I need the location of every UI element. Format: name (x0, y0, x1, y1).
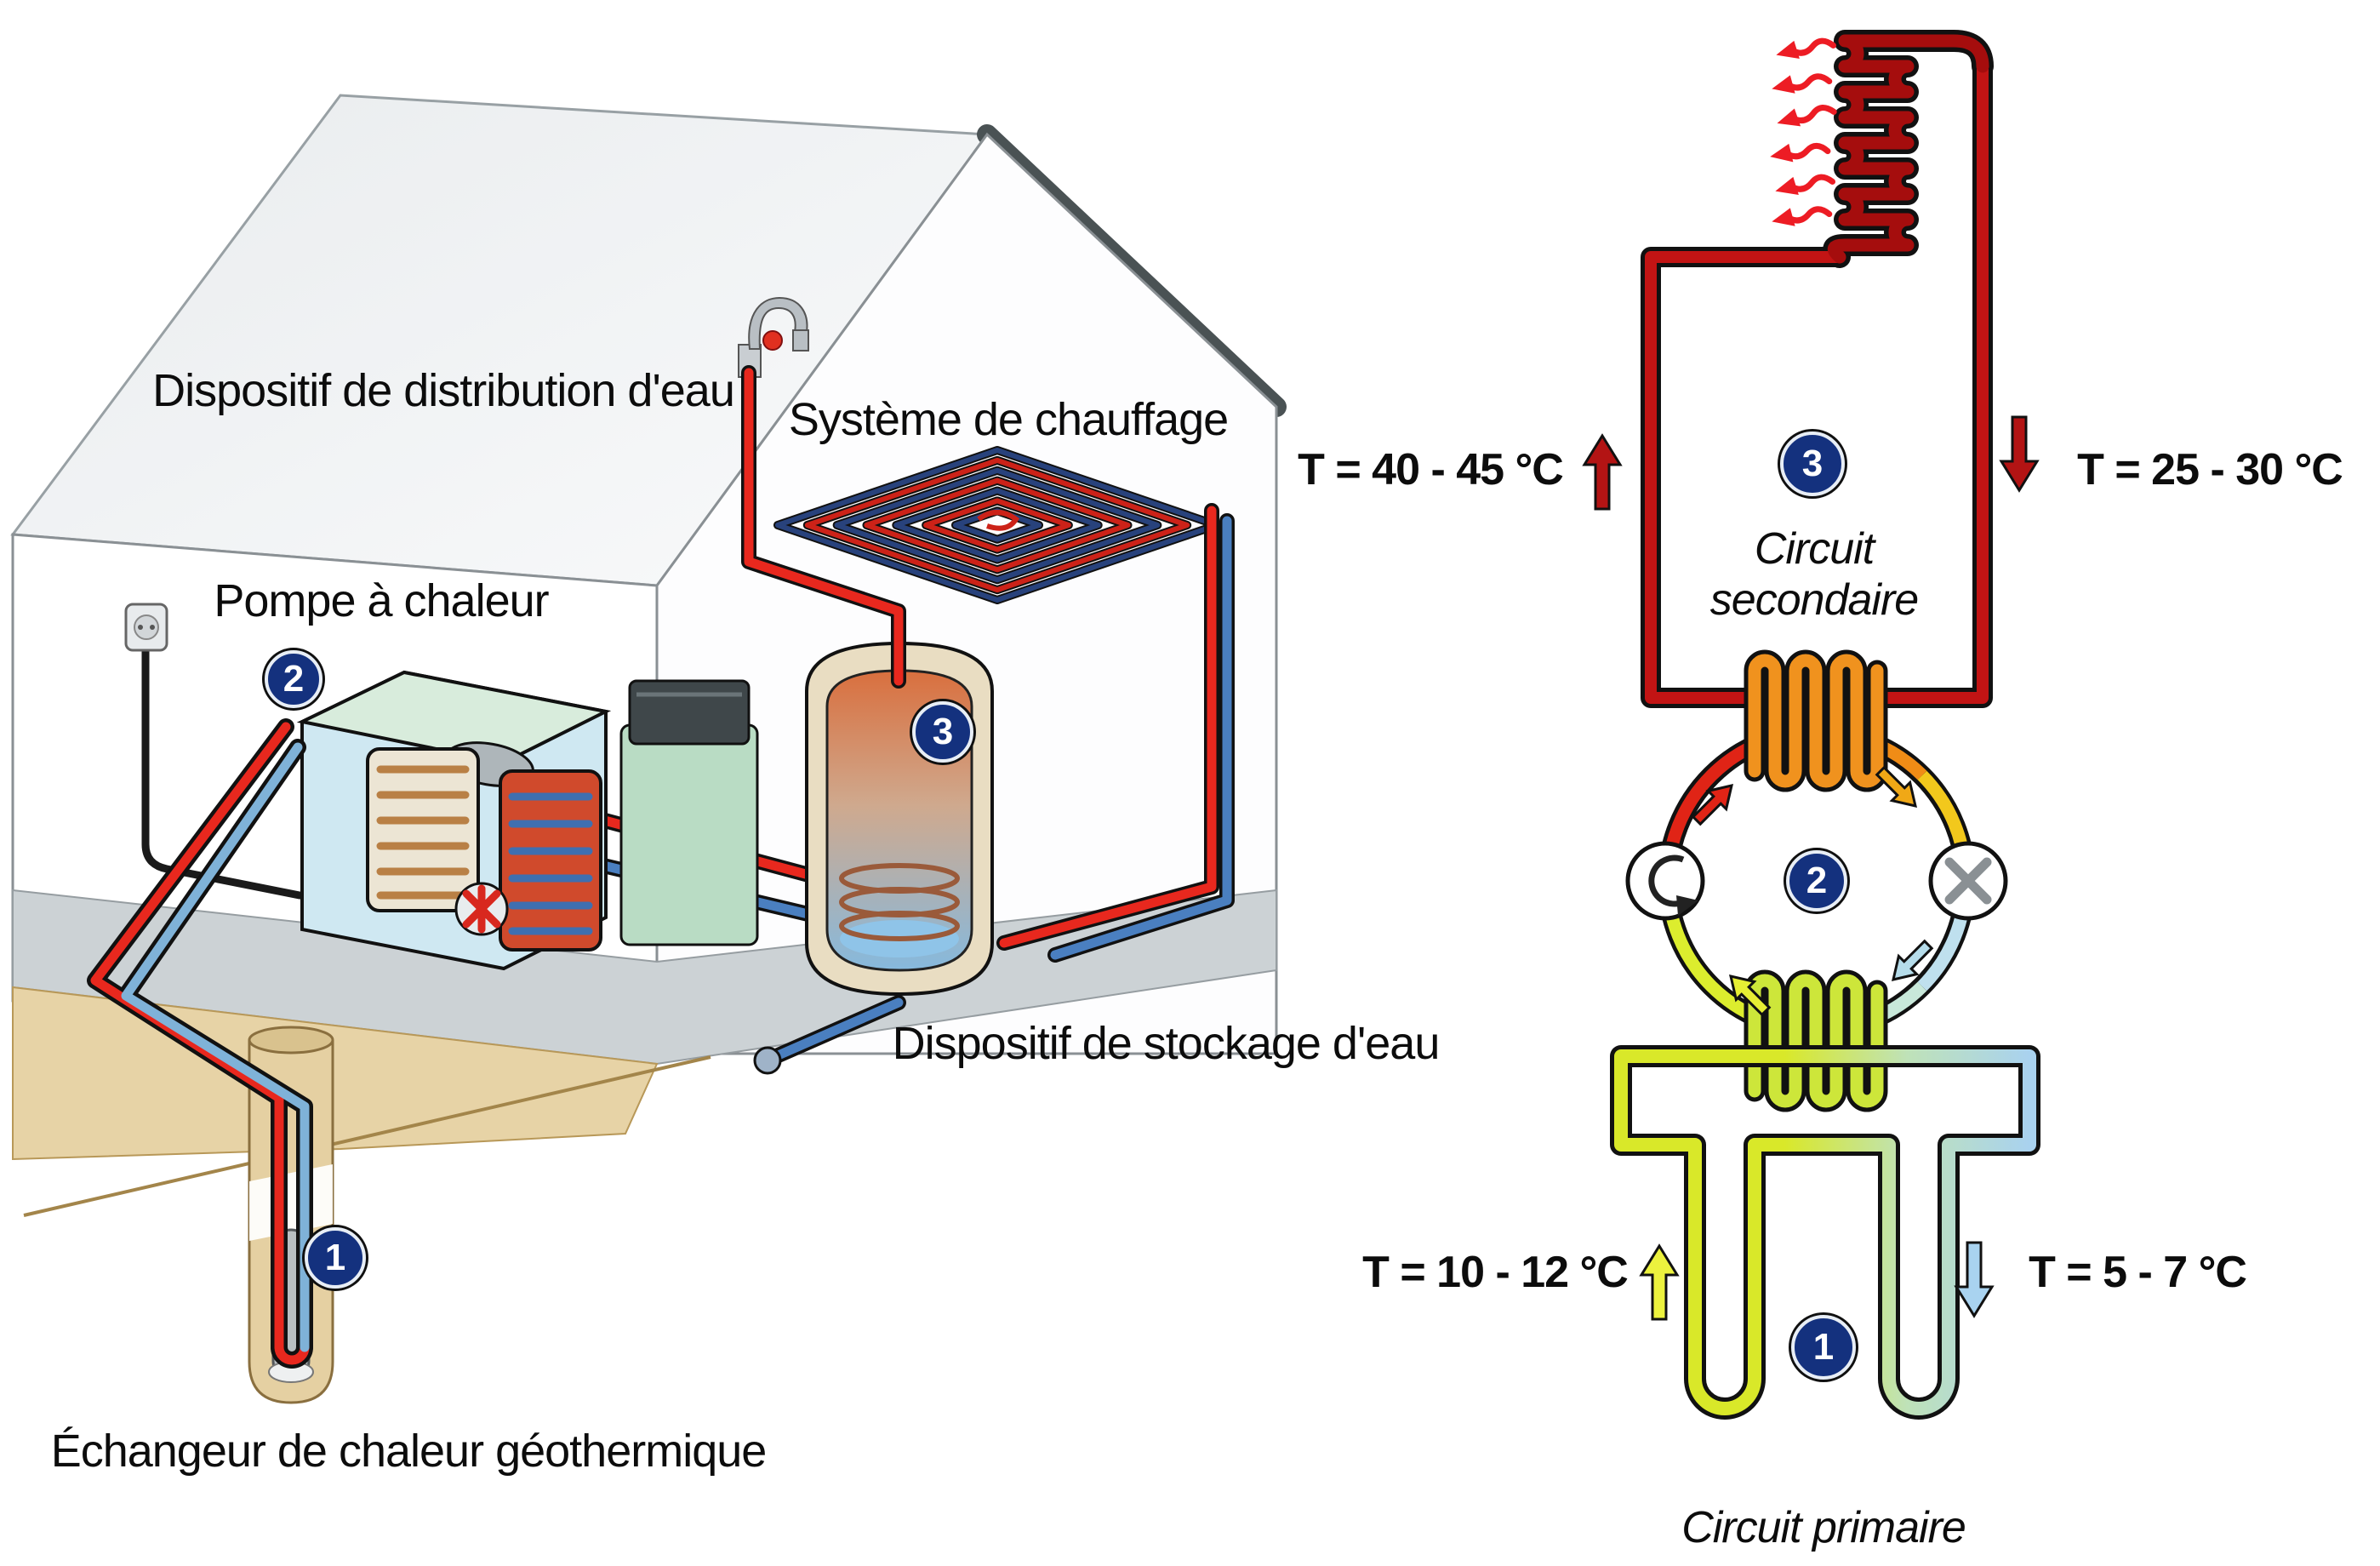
cold-water-pipe (769, 997, 904, 1062)
heat-wave-arrows (1769, 33, 1835, 230)
badge-primary-circuit: 1 (1791, 1315, 1856, 1380)
badge-house-storage: 3 (912, 701, 973, 763)
arrow-up-source-icon (1640, 1244, 1679, 1321)
label-temp-25-30: T = 25 - 30 °C (2077, 445, 2343, 494)
boiler-unit (619, 679, 759, 946)
power-cable (141, 644, 304, 900)
arrow-down-cool-icon (1955, 1241, 1994, 1317)
label-chauffage: Système de chauffage (788, 394, 1229, 445)
faucet-icon (738, 296, 809, 378)
label-stockage: Dispositif de stockage d'eau (892, 1018, 1441, 1069)
label-distribution: Dispositif de distribution d'eau (152, 365, 735, 416)
badge-secondary-circuit: 3 (1780, 432, 1845, 496)
pipes-front (87, 365, 906, 1369)
primary-circuit-loop (1610, 1045, 2040, 1420)
label-pompe: Pompe à chaleur (214, 575, 549, 626)
label-temp-10-12: T = 10 - 12 °C (1362, 1248, 1629, 1297)
secondary-circuit-loop (1641, 30, 1994, 708)
condenser-coil-icon (1744, 649, 1888, 792)
ground-surface-line (23, 1055, 711, 1217)
label-temp-5-7: T = 5 - 7 °C (2029, 1248, 2247, 1297)
label-echangeur: Échangeur de chaleur géothermique (50, 1426, 768, 1477)
expansion-valve-icon (1928, 841, 2008, 921)
arrow-down-warm-icon (2000, 415, 2039, 492)
label-circuit-secondaire: Circuit secondaire (1709, 524, 1919, 625)
arrow-up-hot-icon (1583, 434, 1622, 511)
label-circuit-primaire: Circuit primaire (1681, 1503, 1966, 1552)
badge-refrigerant-loop: 2 (1786, 850, 1847, 912)
compressor-icon (1625, 841, 1705, 921)
badge-house-pump: 2 (265, 650, 322, 708)
badge-house-exchanger: 1 (305, 1227, 366, 1289)
hot-water-pipe (744, 368, 904, 686)
heating-return-pipe (1050, 516, 1232, 960)
spiral-center (977, 510, 1020, 531)
evaporator-coil-icon (1744, 969, 1888, 1112)
brine-return-pipe (121, 742, 310, 1352)
heat-pump-unit (296, 670, 612, 971)
heating-supply-pipe (999, 506, 1217, 948)
storage-tank (805, 641, 994, 997)
power-socket-icon (124, 603, 168, 652)
label-temp-40-45: T = 40 - 45 °C (1298, 445, 1564, 494)
